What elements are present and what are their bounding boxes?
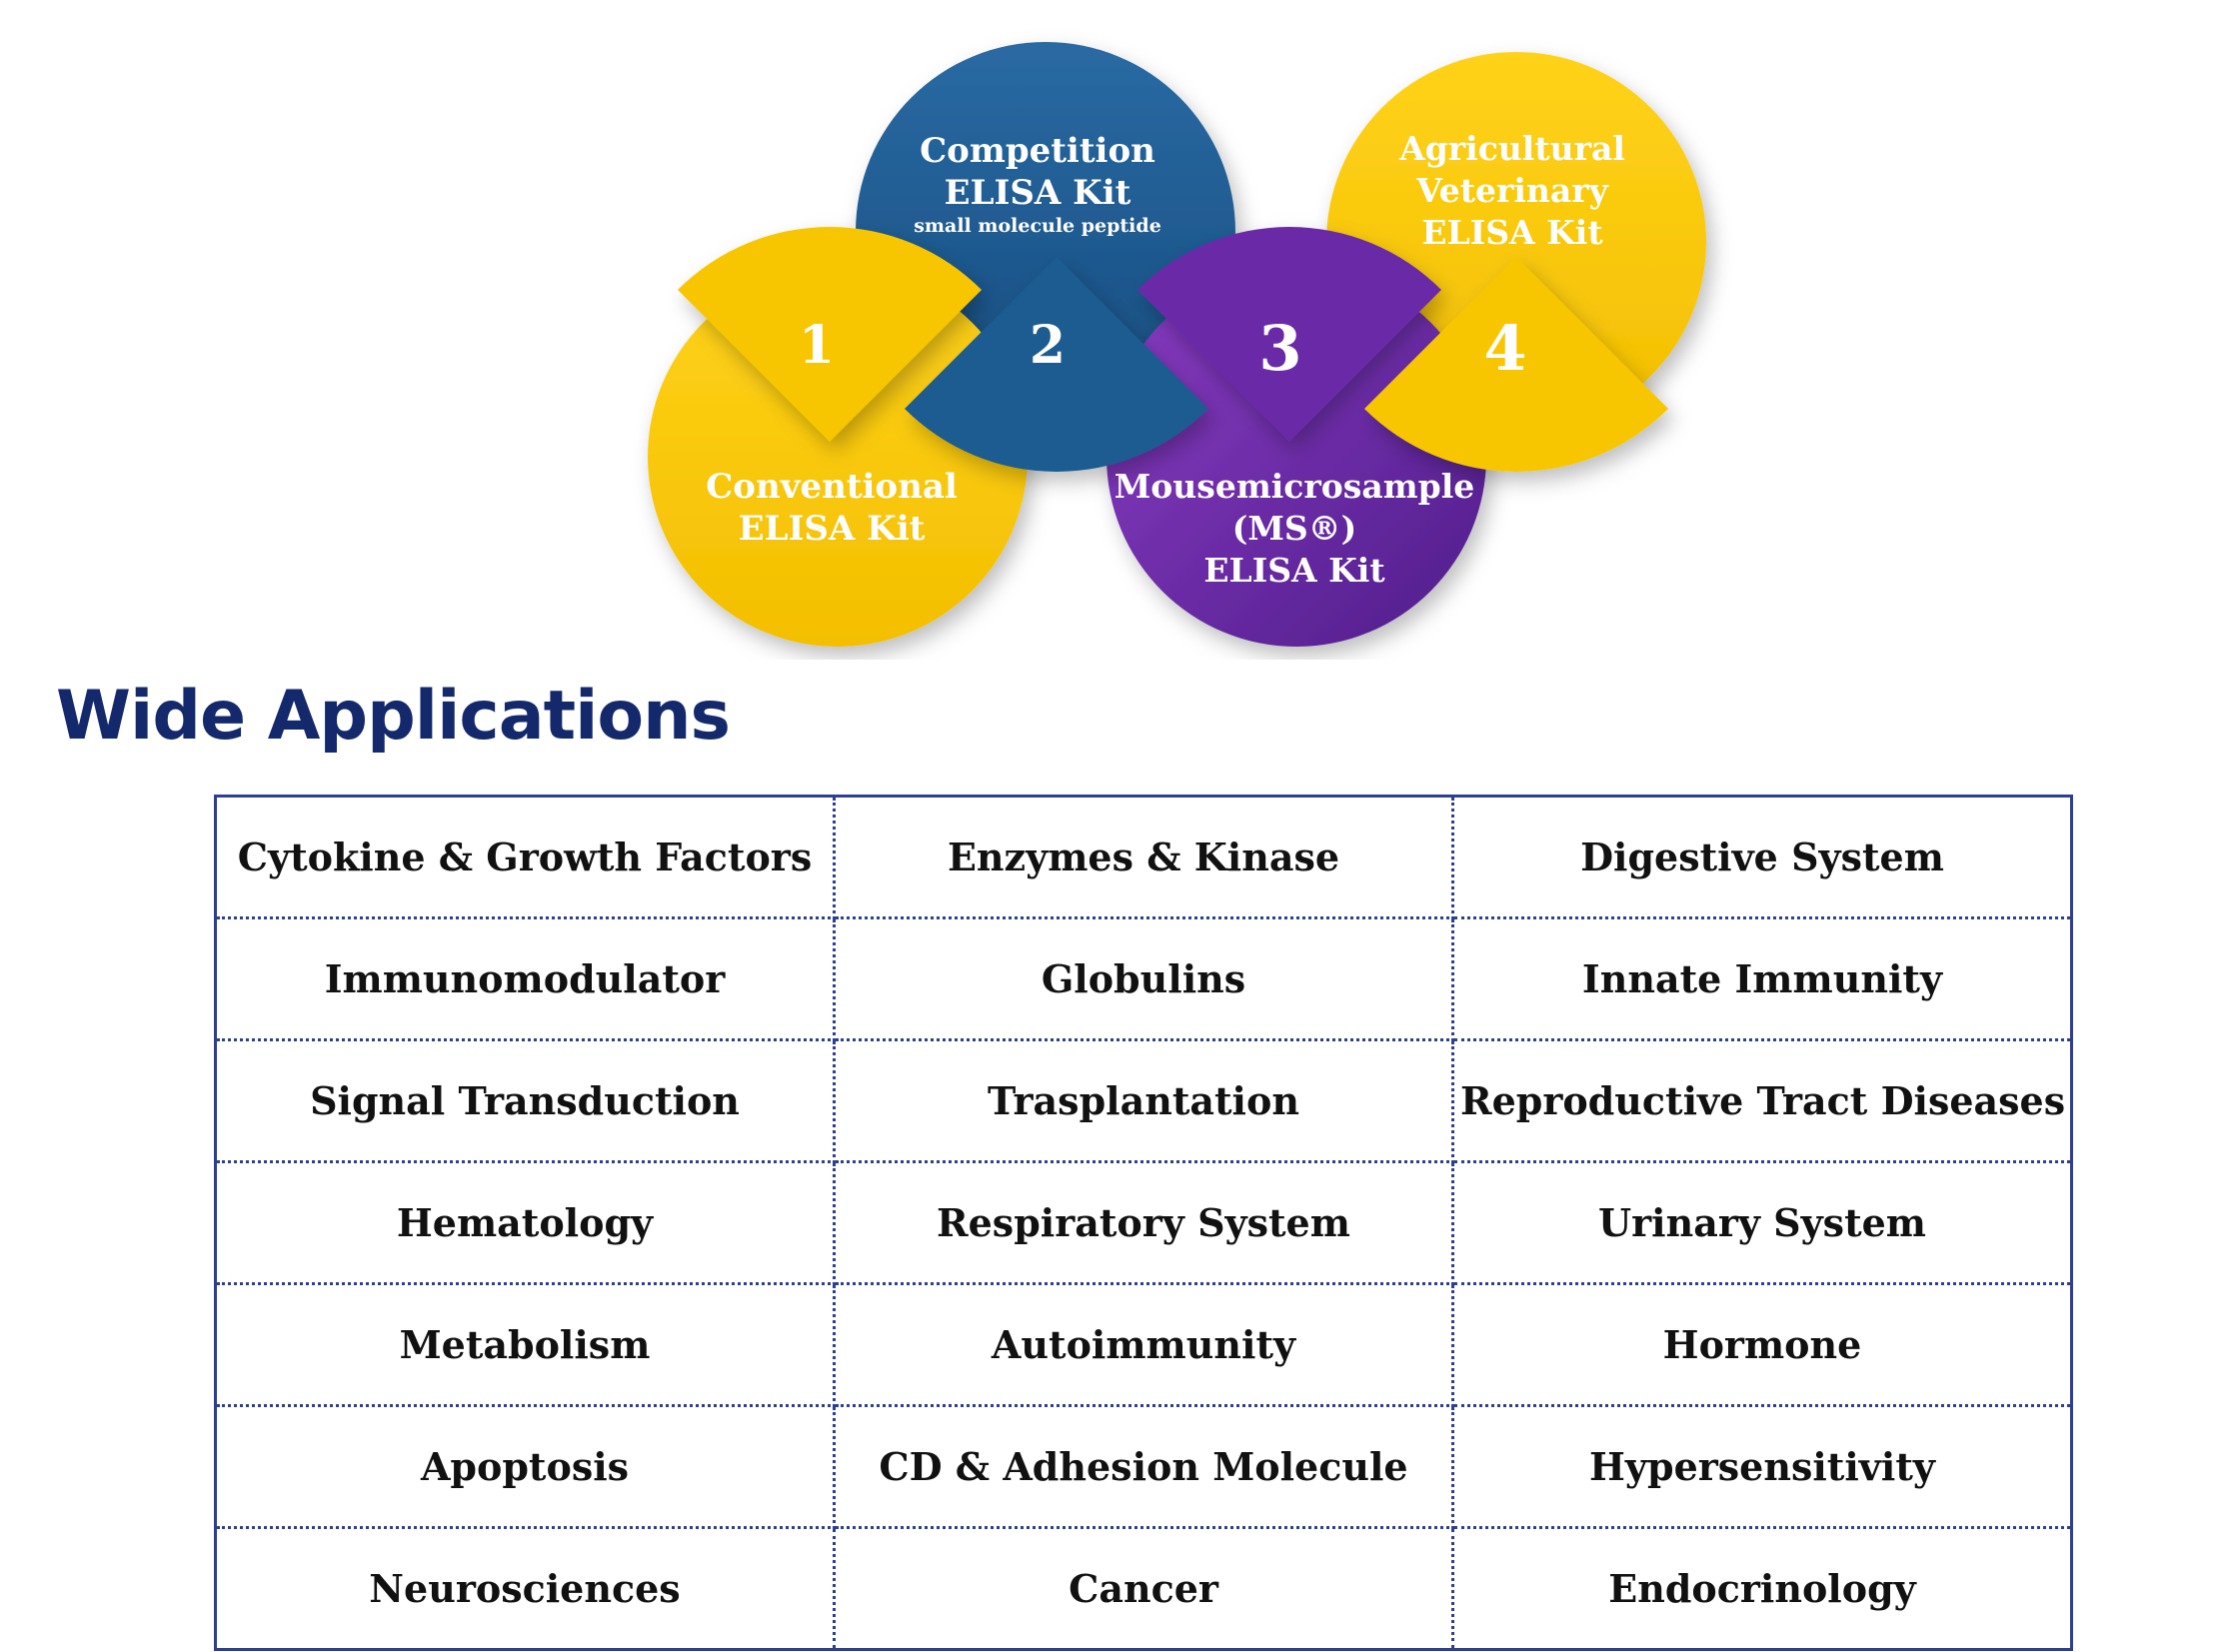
table-row: Neurosciences Cancer Endocrinology [215, 1527, 2072, 1650]
kit-1-line-1: Conventional [706, 467, 958, 507]
kit-3-line-1: Mousemicrosample [1115, 467, 1475, 506]
table-cell: Trasplantation [834, 1039, 1454, 1163]
table-row: Metabolism Autoimmunity Hormone [215, 1283, 2072, 1407]
kit-2-line-1: Competition [920, 131, 1155, 171]
table-row: Hematology Respiratory System Urinary Sy… [215, 1161, 2072, 1285]
kit-number-3: 3 [1258, 312, 1301, 385]
table-row: Apoptosis CD & Adhesion Molecule Hyperse… [215, 1405, 2072, 1529]
table-cell: Urinary System [1452, 1161, 2072, 1285]
table-cell: Enzymes & Kinase [834, 796, 1454, 919]
table-cell: Respiratory System [834, 1161, 1454, 1285]
section-title: Wide Applications [56, 677, 731, 756]
table-cell: CD & Adhesion Molecule [834, 1405, 1454, 1529]
table-cell: Endocrinology [1608, 1566, 1916, 1611]
kit-2-line-2: ELISA Kit [945, 173, 1131, 213]
kit-wedge-4 [1364, 257, 1668, 472]
kit-4-line-1: Agricultural [1398, 129, 1625, 168]
applications-table: Cytokine & Growth Factors Enzymes & Kina… [214, 795, 2073, 1651]
table-cell: Cancer [834, 1527, 1454, 1650]
table-cell: Autoimmunity [834, 1283, 1454, 1407]
kit-wedge-3 [1137, 227, 1441, 442]
table-cell: Metabolism [215, 1283, 836, 1407]
table-row: Signal Transduction Trasplantation Repro… [215, 1039, 2072, 1163]
kit-wedge-2 [905, 257, 1208, 472]
kit-1-line-2: ELISA Kit [739, 509, 926, 549]
kit-number-2: 2 [1030, 315, 1066, 376]
table-row: Cytokine & Growth Factors Enzymes & Kina… [215, 796, 2072, 919]
table-cell: Immunomodulator [215, 917, 836, 1041]
kit-circle-1 [648, 267, 1028, 647]
kit-4-line-3: ELISA Kit [1421, 213, 1603, 252]
table-cell: Hypersensitivity [1452, 1405, 2072, 1529]
kit-number-1: 1 [799, 315, 835, 376]
kit-wedge-1 [678, 227, 982, 442]
table-cell: Innate Immunity [1452, 917, 2072, 1041]
kit-circle-3 [1107, 267, 1486, 647]
table-row: Immunomodulator Globulins Innate Immunit… [215, 917, 2072, 1041]
table-cell: Reproductive Tract Diseases [1452, 1039, 2072, 1163]
table-cell: Hormone [1452, 1283, 2072, 1407]
kit-4-line-2: Veterinary [1415, 171, 1608, 210]
kit-3-line-2: (MS®) [1232, 509, 1357, 548]
table-cell: Signal Transduction [215, 1039, 836, 1163]
kit-2-subline: small molecule peptide [914, 215, 1161, 237]
kit-number-4: 4 [1483, 312, 1526, 385]
table-cell: Apoptosis [215, 1405, 836, 1529]
table-cell: Cytokine & Growth Factors [215, 796, 836, 919]
table-cell: Digestive System [1452, 796, 2072, 919]
table-cell: Neurosciences [215, 1527, 836, 1650]
elisa-kit-diagram: 1 2 3 4 Conventional ELISA Kit Competiti… [648, 42, 1706, 647]
kit-3-line-3: ELISA Kit [1203, 551, 1385, 590]
table-cell: Hematology [215, 1161, 836, 1285]
table-cell: Globulins [834, 917, 1454, 1041]
